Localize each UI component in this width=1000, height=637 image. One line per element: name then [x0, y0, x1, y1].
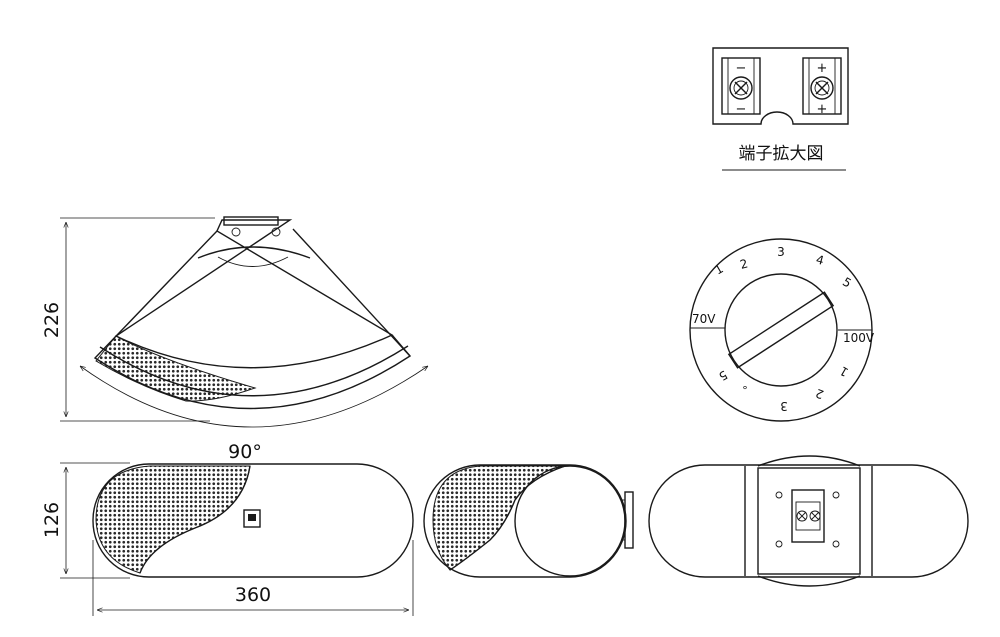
terminal-detail: − − + + 端子拡大図	[712, 47, 849, 171]
tap-top-number-3: 3	[777, 245, 785, 259]
tap-bottom-number-1: 1	[837, 363, 851, 379]
terminal-right-top-sign: +	[817, 61, 828, 76]
dimension-depth: 126	[41, 502, 63, 538]
logo-badge	[243, 509, 261, 528]
terminal-right-bottom-sign: +	[817, 102, 828, 117]
tap-bottom-number-dot: °	[742, 384, 748, 397]
speaker-side-view	[423, 464, 634, 578]
speaker-back-view	[648, 455, 969, 587]
terminal-left-bottom-sign: −	[736, 102, 747, 117]
tap-top-number-4: 4	[815, 252, 826, 268]
tap-label-100v: 100V	[843, 331, 875, 345]
dimension-width: 360	[235, 584, 271, 606]
dimension-angle: 90°	[228, 441, 262, 463]
tap-top-number-2: 2	[738, 256, 749, 272]
terminal-positive	[802, 57, 842, 115]
tap-bottom-number-5: 5	[716, 367, 730, 383]
tap-label-70v: 70V	[692, 312, 716, 326]
speaker-top-view: 226 90°	[41, 216, 428, 463]
terminal-left-top-sign: −	[736, 61, 747, 76]
tap-switch-dial: 70V 100V 1 2 3 4 5 5 ° 3 2 1	[689, 238, 875, 422]
tap-bottom-number-2: 2	[814, 386, 826, 402]
terminal-negative	[721, 57, 761, 115]
tap-top-number-1: 1	[712, 262, 726, 278]
tap-bottom-number-3: 3	[780, 399, 788, 413]
speaker-front-view: 126 360	[41, 462, 414, 616]
terminal-caption: 端子拡大図	[739, 144, 824, 164]
dimension-height: 226	[41, 302, 63, 338]
tap-top-number-5: 5	[840, 275, 854, 291]
